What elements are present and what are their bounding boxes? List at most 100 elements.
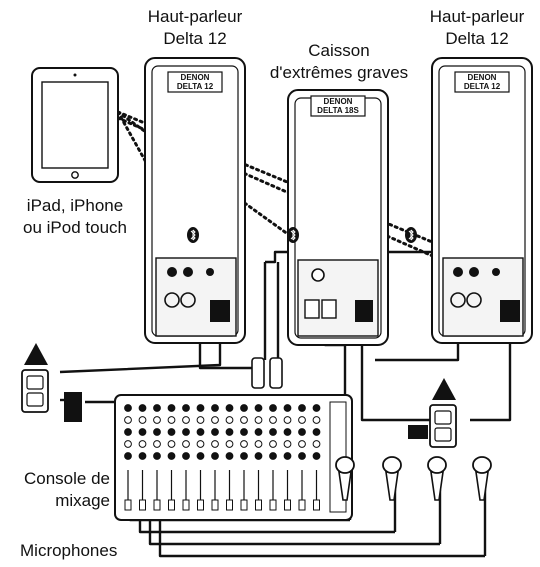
speaker-left-label: Haut-parleur Delta 12	[128, 6, 262, 50]
label-line: d'extrêmes graves	[269, 63, 409, 82]
fader-cap	[298, 499, 306, 511]
mixer-knob	[283, 416, 292, 424]
subwoofer-label: Caisson d'extrêmes graves	[250, 40, 428, 84]
mixer-knob	[254, 428, 263, 436]
mixer-knob	[298, 440, 306, 448]
mixer-knob	[124, 416, 132, 424]
mixer-knob	[182, 428, 190, 436]
brand-name: DENON	[180, 73, 210, 82]
mixer-knob	[167, 416, 176, 424]
tablet-icon	[31, 67, 119, 183]
speaker-left	[144, 57, 246, 344]
label-line: Console de	[23, 469, 110, 488]
mixer-knob	[124, 404, 132, 412]
label-line: iPad, iPhone	[26, 196, 124, 215]
brand-name: DENON	[323, 97, 353, 106]
mixer-knob	[182, 404, 190, 412]
mixer-knob	[196, 404, 205, 412]
power-outlet-icon	[408, 404, 457, 448]
subwoofer	[287, 89, 389, 346]
bluetooth-icon	[187, 227, 417, 243]
microphone-icon	[335, 456, 355, 501]
xlr-connectors	[251, 357, 283, 389]
mixer-knob	[211, 440, 219, 448]
brand-badge-sub: DENON DELTA 18S	[311, 97, 365, 115]
fader-cap	[168, 499, 175, 511]
fader-cap	[182, 499, 190, 511]
mixer-knob	[254, 416, 263, 424]
microphone-icon	[382, 456, 402, 501]
mixer-knob	[138, 428, 147, 436]
label-line: Delta 12	[163, 29, 227, 48]
label-line: mixage	[55, 491, 110, 510]
mixer-knob	[240, 440, 248, 448]
label-line: Haut-parleur	[147, 7, 243, 26]
mixer-knob	[269, 452, 277, 460]
mixer-knob	[153, 416, 161, 424]
mixer-knob	[225, 416, 234, 424]
speaker-right	[431, 57, 533, 344]
mixer-knob	[211, 404, 219, 412]
mixer-knob	[298, 416, 306, 424]
fader-cap	[226, 499, 233, 511]
mixer-knob	[138, 452, 147, 460]
model-label: DELTA 12	[176, 82, 214, 91]
mixer-knob	[196, 416, 205, 424]
mixer-knob	[269, 428, 277, 436]
fader-cap	[269, 499, 277, 511]
mixer-knob	[182, 416, 190, 424]
mixer-knob	[124, 440, 132, 448]
mixer-knob	[225, 428, 234, 436]
mixer-knob	[269, 404, 277, 412]
mixer-knob	[124, 428, 132, 436]
model-label: DELTA 18S	[317, 106, 359, 115]
mixer-knob	[240, 404, 248, 412]
mixer-knob	[138, 440, 147, 448]
mixer-knob	[298, 452, 306, 460]
mixer-knob	[196, 440, 205, 448]
mixer-knob	[298, 428, 306, 436]
mixer-knob	[312, 452, 321, 460]
mixer-knob	[298, 404, 306, 412]
microphones-label: Microphones	[20, 540, 160, 562]
mixer-knob	[225, 440, 234, 448]
label-line: Delta 12	[445, 29, 509, 48]
microphone-icon	[472, 456, 492, 501]
mixer-knob	[269, 416, 277, 424]
tablet-label: iPad, iPhone ou iPod touch	[10, 195, 140, 239]
mixer-knob	[153, 440, 161, 448]
mixer-knob	[225, 452, 234, 460]
mixer-knob	[240, 428, 248, 436]
fader-cap	[139, 499, 146, 511]
mixer-knob	[124, 452, 132, 460]
mixer-knob	[153, 452, 161, 460]
brand-badge-right: DENON DELTA 12	[455, 73, 509, 91]
mixer-knob	[283, 440, 292, 448]
mixer-knob	[138, 404, 147, 412]
mixer-knob	[283, 428, 292, 436]
mixer-knob	[167, 428, 176, 436]
mixer-knob	[138, 416, 147, 424]
mixer-knob	[211, 452, 219, 460]
fader-cap	[313, 499, 320, 511]
mixer-knob	[225, 404, 234, 412]
mixer-knob	[312, 404, 321, 412]
mixer-knob	[182, 452, 190, 460]
mixer-knob	[283, 404, 292, 412]
mixer-knob	[240, 416, 248, 424]
fader-cap	[124, 499, 132, 511]
mixer-knob	[254, 404, 263, 412]
brand-name: DENON	[467, 73, 497, 82]
speaker-right-label: Haut-parleur Delta 12	[412, 6, 540, 50]
mixer-label: Console de mixage	[2, 468, 110, 512]
mixer-knob	[283, 452, 292, 460]
label-line: Microphones	[20, 541, 118, 560]
high-voltage-warning-icon	[24, 343, 456, 400]
brand-badge-left: DENON DELTA 12	[168, 73, 222, 91]
model-label: DELTA 12	[463, 82, 501, 91]
mixer-knob	[312, 440, 321, 448]
mixer-knob	[153, 428, 161, 436]
fader-cap	[153, 499, 161, 511]
label-line: ou iPod touch	[23, 218, 127, 237]
